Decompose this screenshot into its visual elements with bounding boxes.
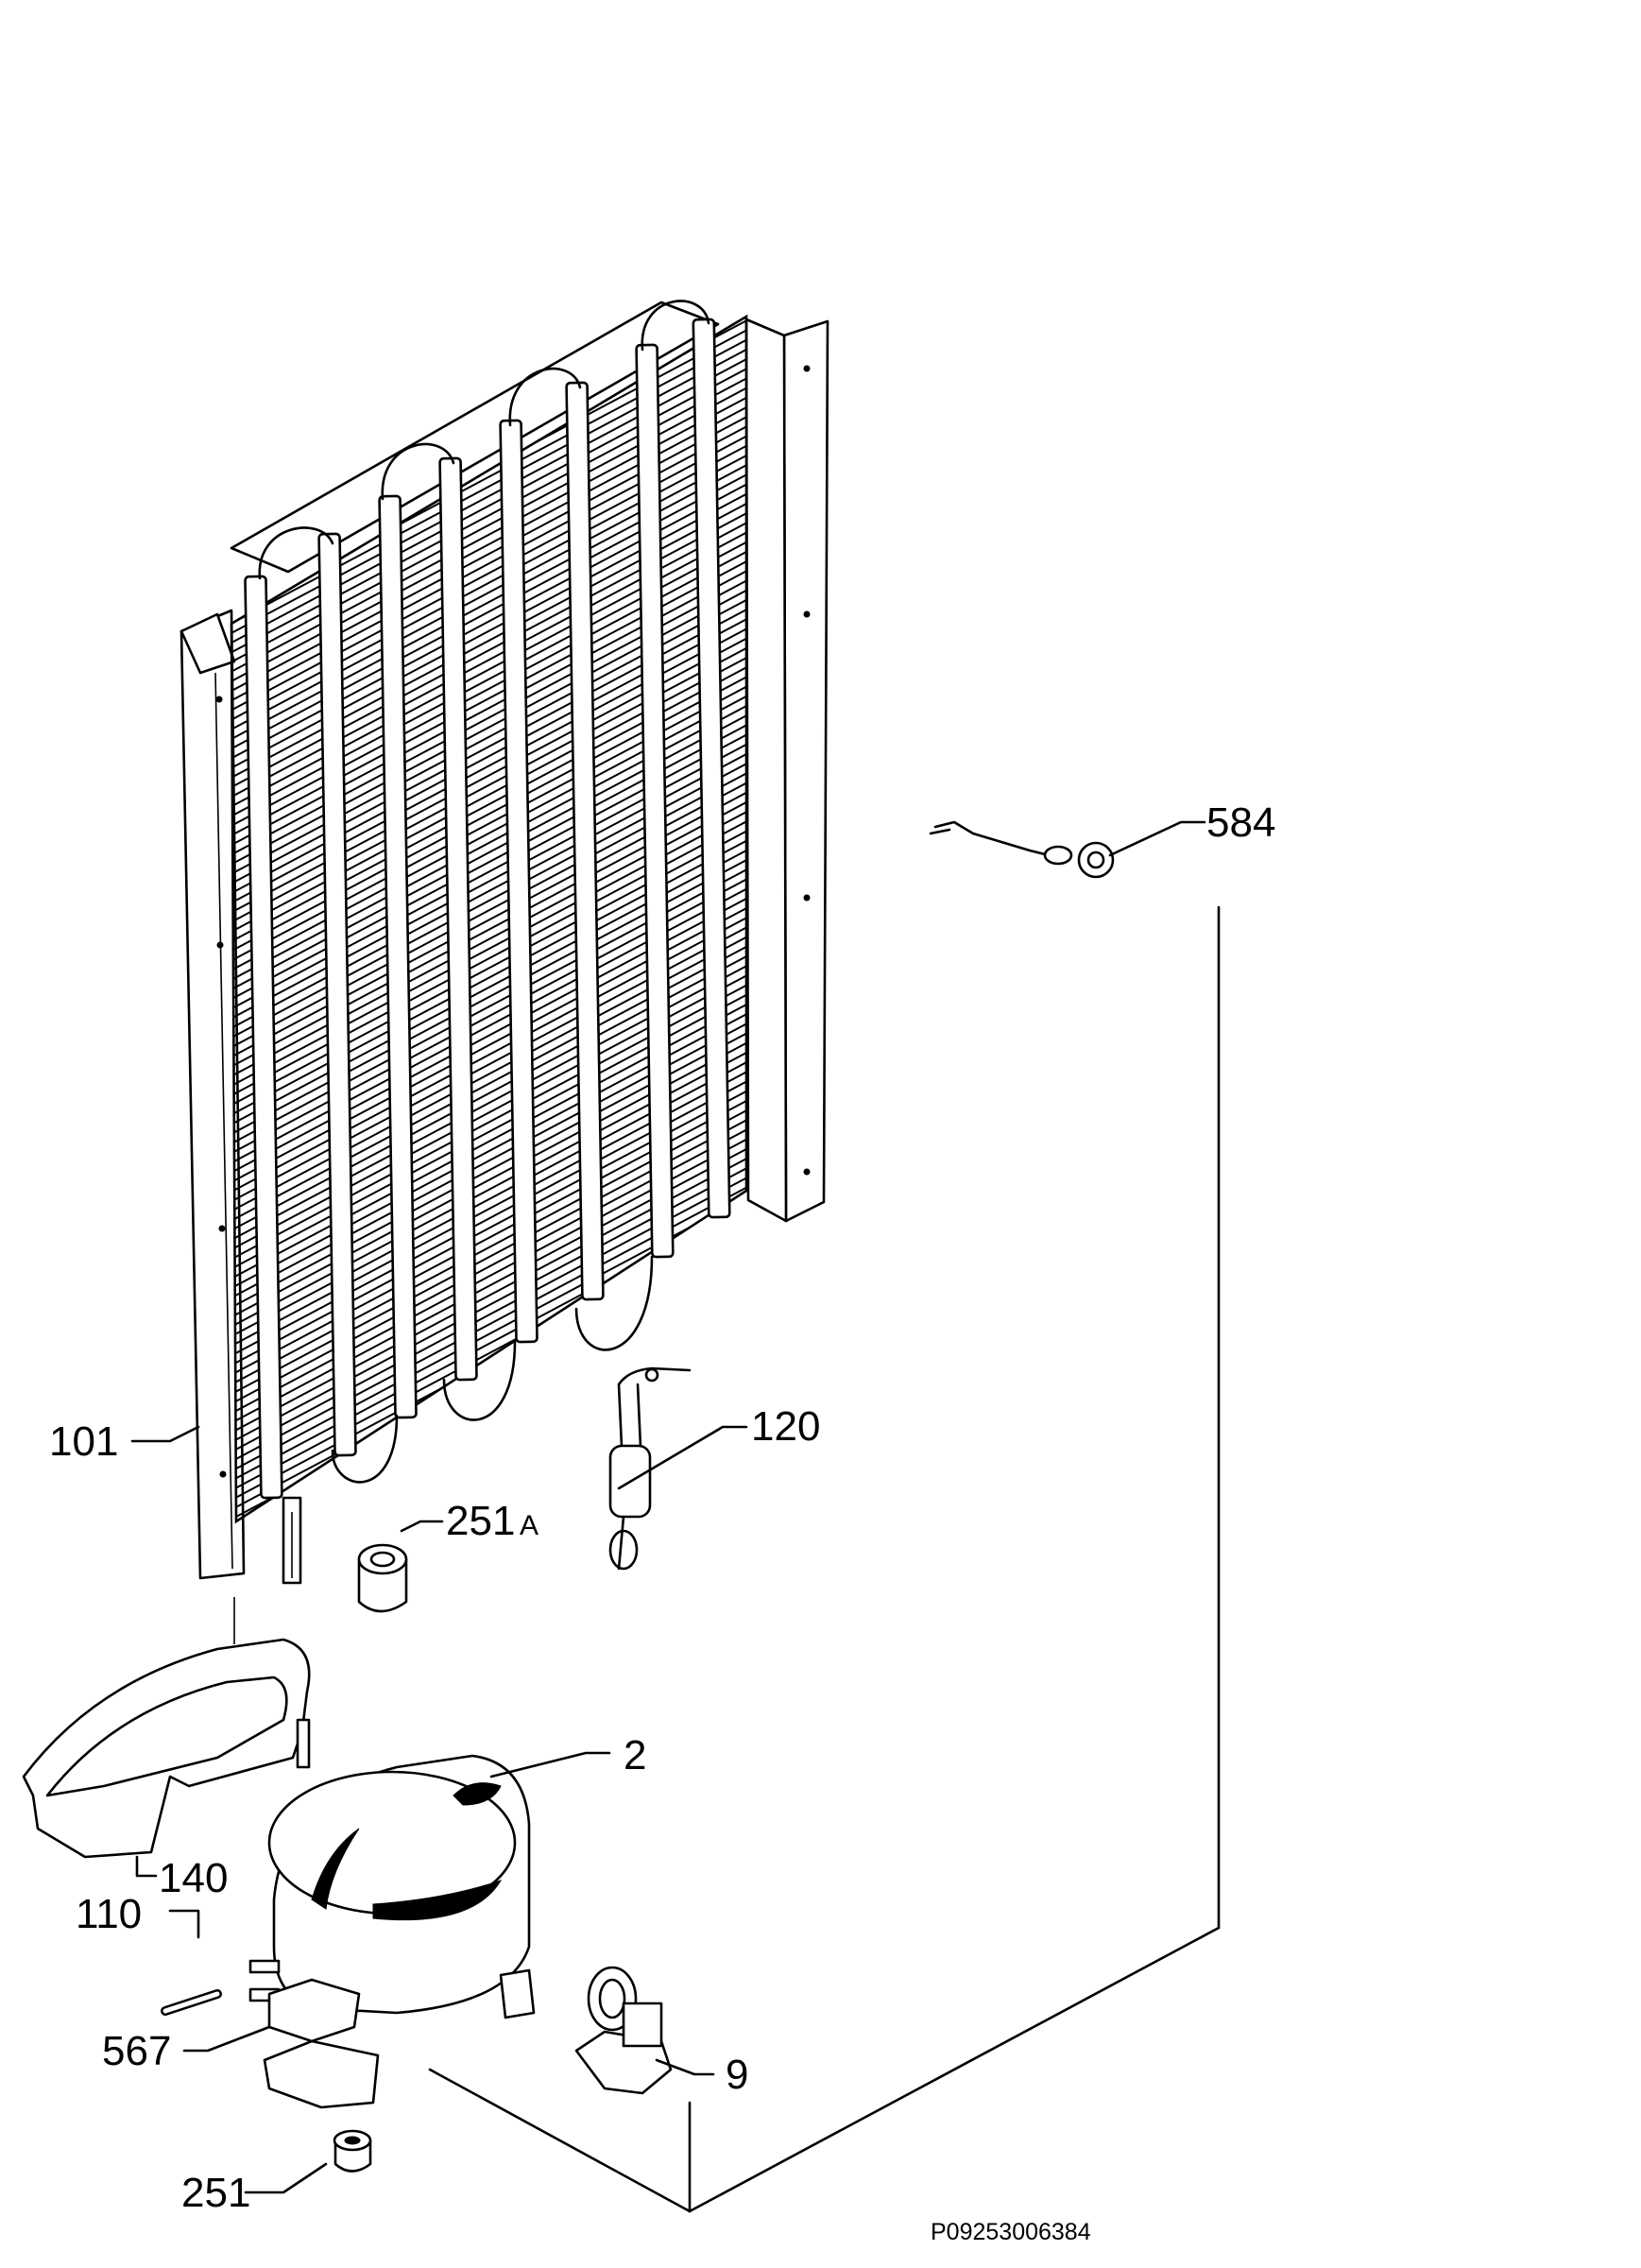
leader-lines <box>130 820 1206 2194</box>
label-9: 9 <box>726 2052 748 2098</box>
label-567: 567 <box>102 2028 171 2074</box>
condenser <box>179 300 829 1585</box>
label-251a-suffix: A <box>520 1510 538 1541</box>
part-110-pin <box>161 1989 222 2016</box>
part-labels: 584 101 120 251 A 2 140 110 567 9 251 P0… <box>49 799 1275 2245</box>
label-584: 584 <box>1206 799 1275 846</box>
part-584-probe <box>929 820 1115 879</box>
label-140: 140 <box>159 1855 228 1901</box>
part-2-compressor <box>248 1754 536 2109</box>
label-251a: 251 <box>446 1498 515 1544</box>
label-2: 2 <box>624 1732 646 1778</box>
label-251: 251 <box>181 2170 250 2216</box>
cabinet-outline <box>428 905 1221 2213</box>
part-251a-grommet <box>357 1543 408 1613</box>
drawing-id: P09253006384 <box>931 2219 1091 2245</box>
label-120: 120 <box>751 1403 820 1450</box>
label-110: 110 <box>76 1891 142 1937</box>
part-9-relay <box>574 1966 673 2095</box>
part-140-tray <box>22 1597 311 1859</box>
label-101: 101 <box>49 1418 118 1465</box>
part-251-grommet <box>333 2129 372 2173</box>
